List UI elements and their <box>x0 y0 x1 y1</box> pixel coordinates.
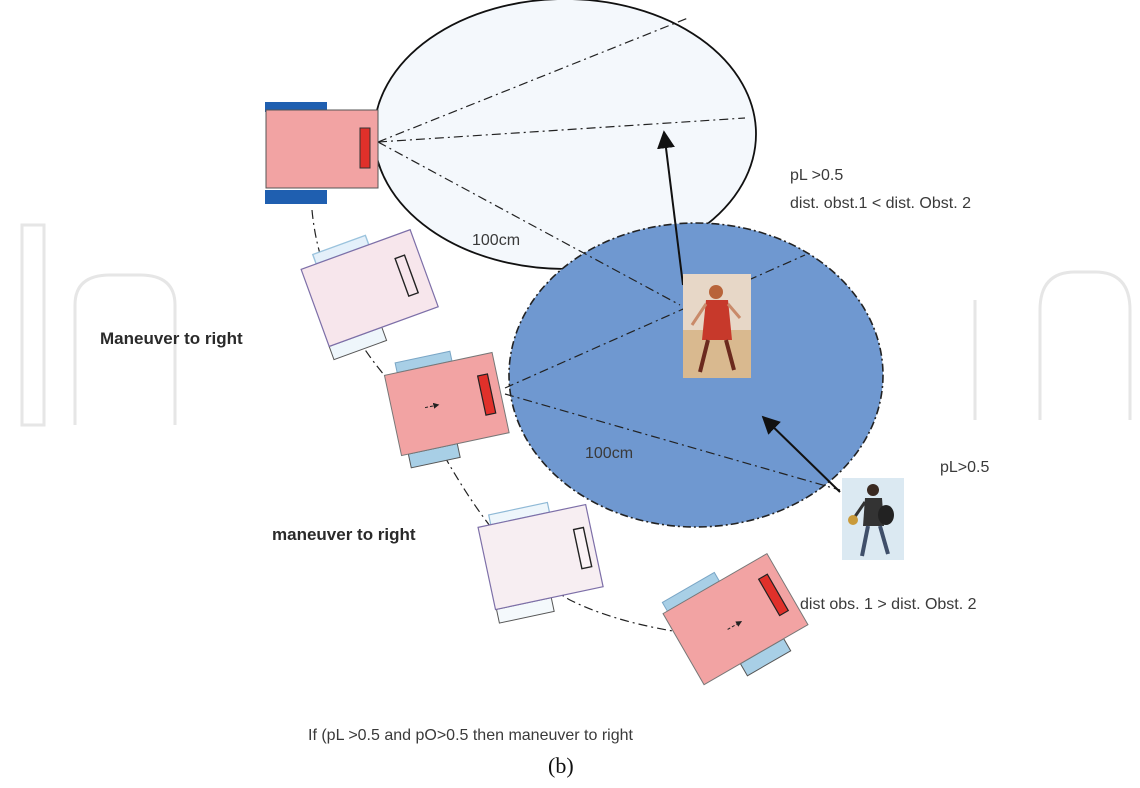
sensor-beams <box>377 17 841 491</box>
radius-bottom-label: 100cm <box>585 445 633 462</box>
pedestrian-1-motion-arrow <box>657 130 684 286</box>
robot-1 <box>265 102 379 204</box>
rule-label: If (pL >0.5 and pO>0.5 then maneuver to … <box>308 727 634 744</box>
maneuver-upper-label: Maneuver to right <box>100 329 243 348</box>
case2-condition-label: pL>0.5 <box>940 459 989 476</box>
robot-1-sensor <box>359 127 371 169</box>
woman-walking-icon <box>683 274 751 378</box>
watermark <box>20 223 1132 427</box>
pedestrian-2-motion-arrow <box>761 415 841 493</box>
robot-3 <box>383 350 510 469</box>
case1-distance-label: dist. obst.1 < dist. Obst. 2 <box>790 195 971 212</box>
case2-distance-label: dist obs. 1 > dist. Obst. 2 <box>800 596 977 613</box>
man-walking-icon <box>842 478 904 560</box>
robot-5 <box>661 552 809 686</box>
robot-4-ghost <box>477 501 604 624</box>
maneuver-lower-label: maneuver to right <box>272 525 416 544</box>
robot-2-ghost <box>300 228 439 361</box>
radius-top-label: 100cm <box>472 232 520 249</box>
case1-condition-label: pL >0.5 <box>790 167 843 184</box>
figure-caption: (b) <box>548 753 574 778</box>
